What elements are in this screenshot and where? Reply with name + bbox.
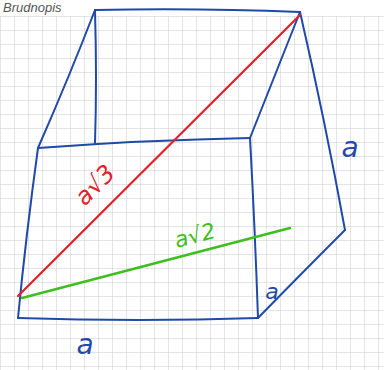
edge-label: a bbox=[341, 134, 358, 162]
edge-label: a bbox=[265, 281, 278, 303]
page-heading: Brudnopis bbox=[3, 1, 62, 14]
space-diagonal bbox=[18, 15, 300, 296]
edge-label: a bbox=[76, 331, 93, 359]
cube-edges bbox=[18, 9, 345, 320]
face-diagonal bbox=[22, 228, 290, 298]
grid-paper bbox=[0, 16, 384, 370]
